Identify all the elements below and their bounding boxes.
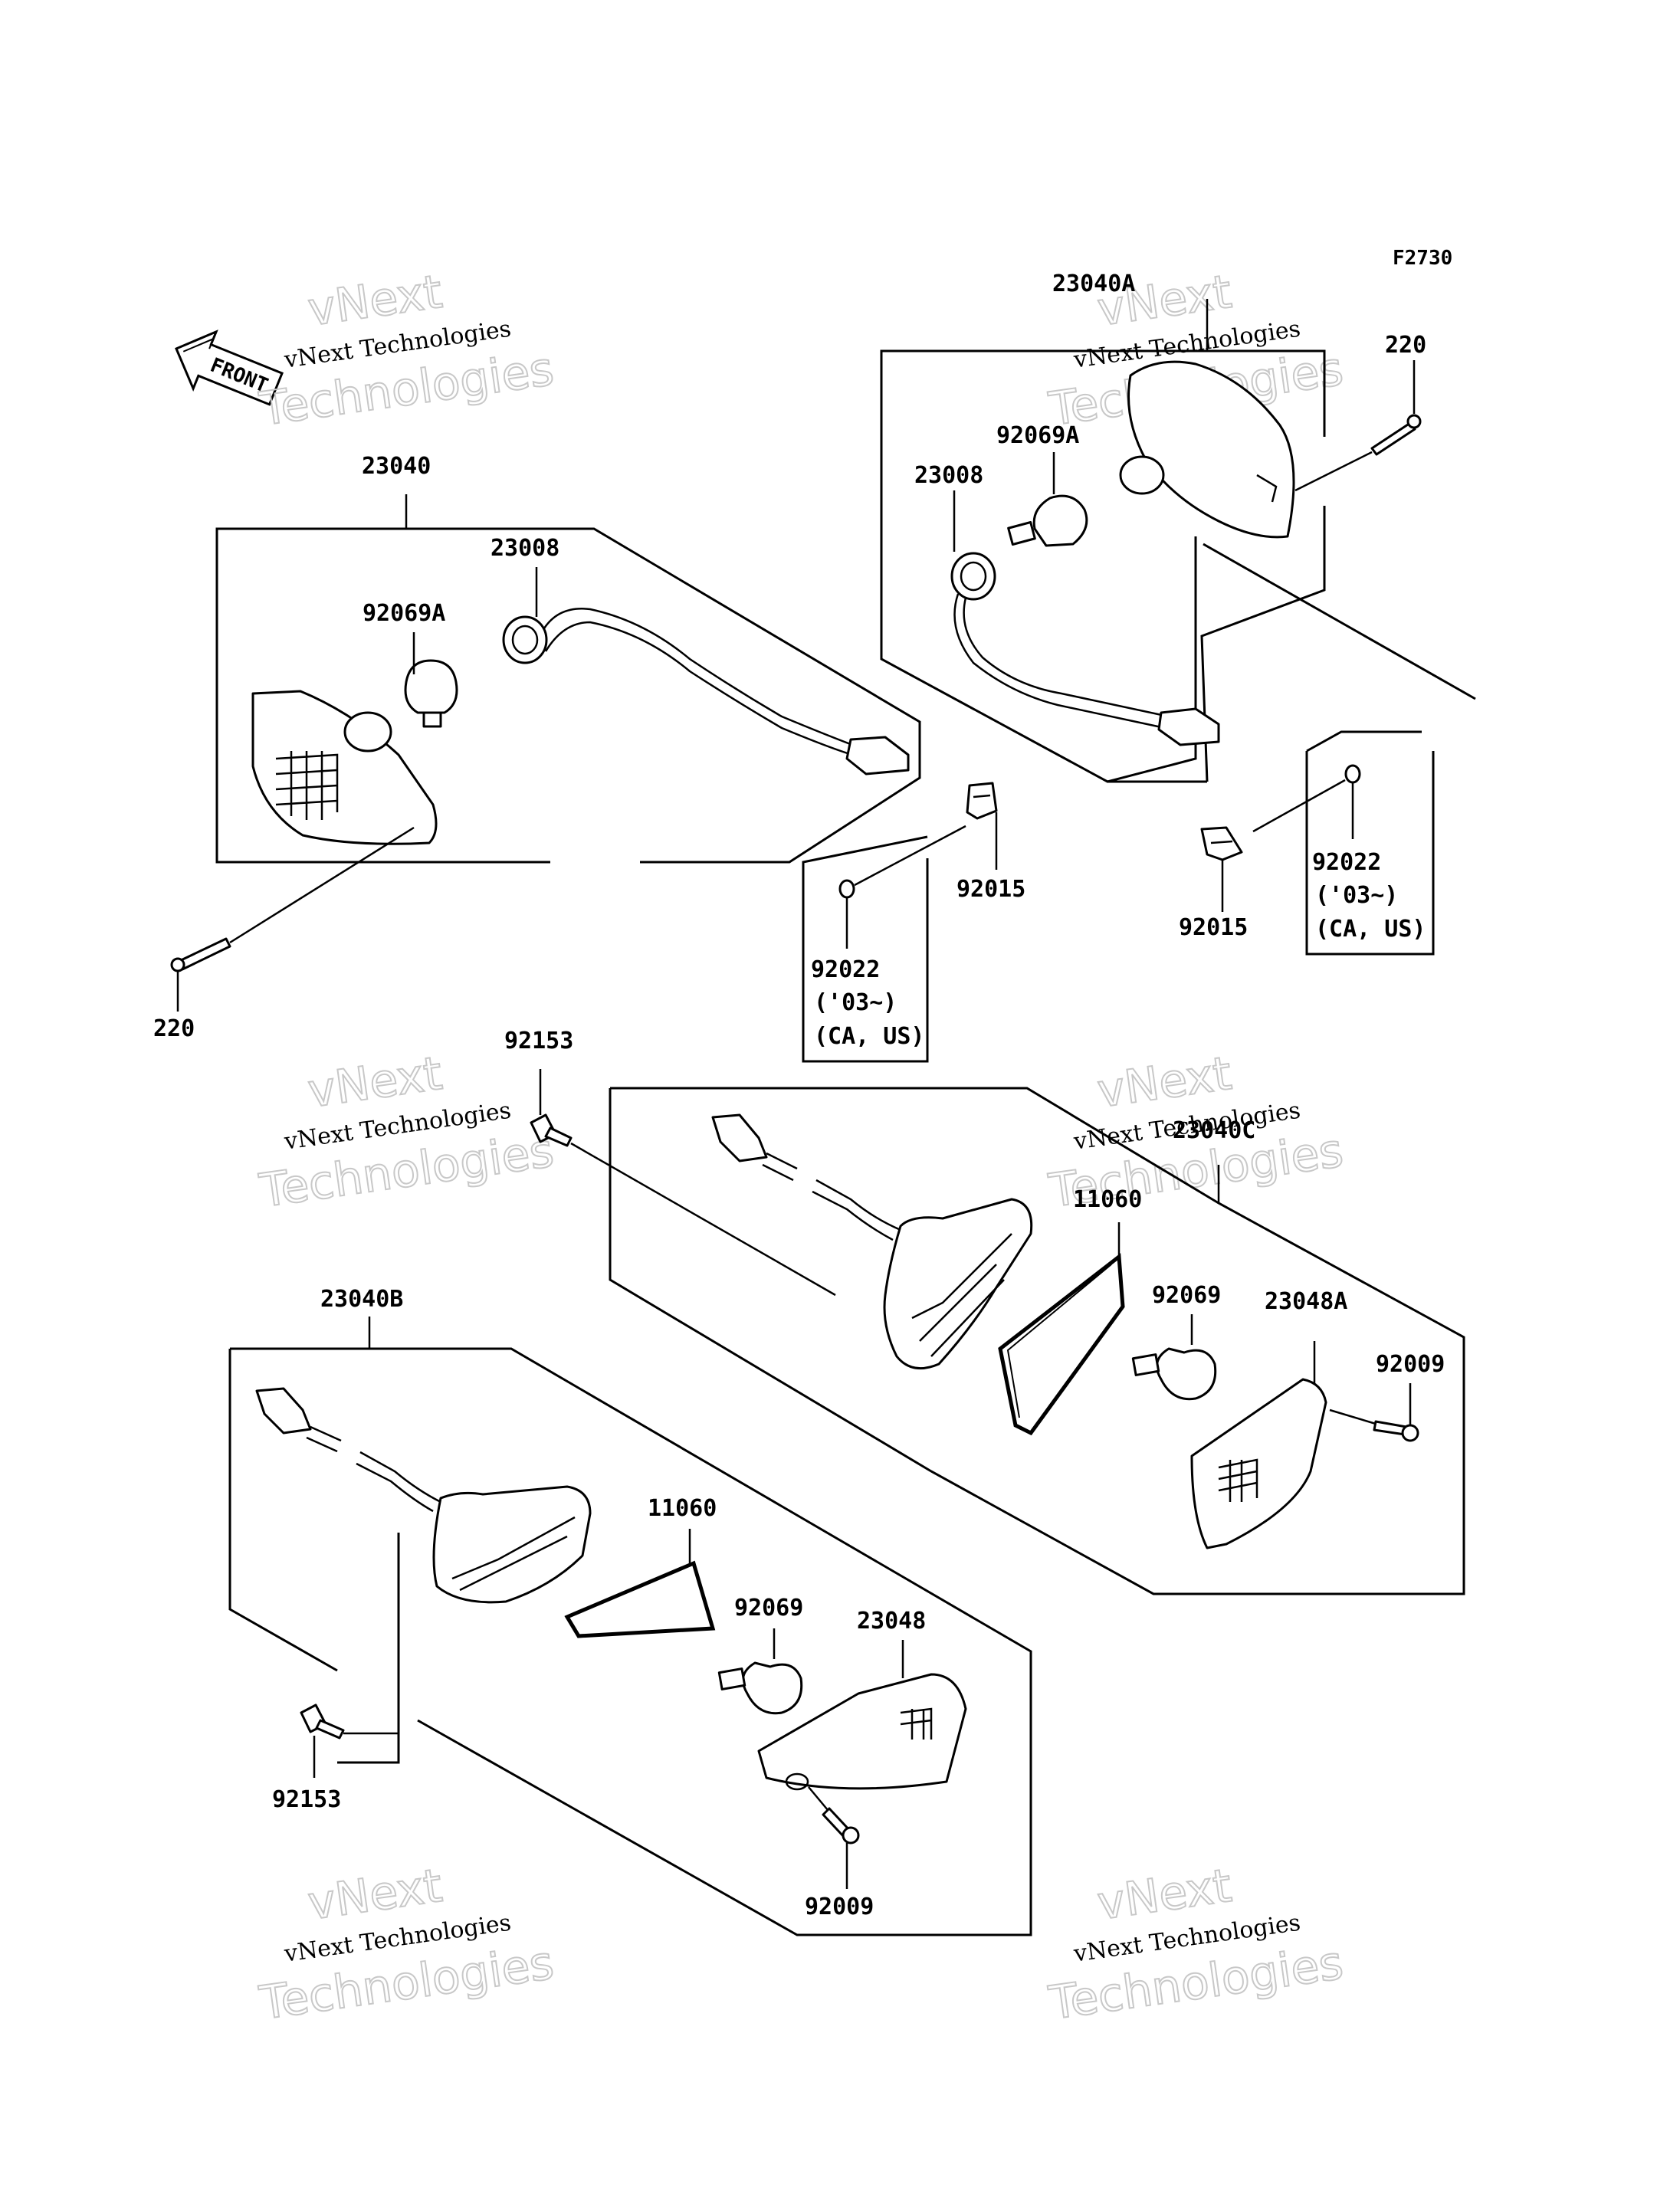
turn-signal-lens: [251, 690, 438, 845]
label-92069-c: 92069: [1152, 1282, 1221, 1309]
group-23040B: 23040B 11060 92069: [228, 1286, 1032, 1936]
label-92022-market-a: (CA, US): [814, 1023, 925, 1050]
connector-23040B: [255, 1387, 441, 1513]
label-23040A: 23040A: [1052, 271, 1135, 297]
lens-23048: [757, 1673, 967, 1791]
svg-text:vNext: vNext: [1094, 1859, 1235, 1931]
svg-text:vNext: vNext: [1094, 1047, 1235, 1119]
label-11060-c: 11060: [1073, 1186, 1142, 1213]
diagram-code: F2730: [1393, 247, 1452, 270]
watermark-2: vNext vNext Technologies Technologies: [1045, 264, 1347, 438]
label-92153-c: 92153: [504, 1028, 573, 1054]
bulb-92069-d: [717, 1661, 803, 1715]
bulb-92069-c: [1131, 1347, 1217, 1401]
screw-92009-d: [822, 1807, 860, 1844]
label-92069A-a: 92069A: [363, 600, 445, 627]
label-23040C: 23040C: [1173, 1117, 1255, 1144]
bolt-92153-d: [300, 1703, 345, 1740]
label-23008-a: 23008: [491, 535, 559, 562]
lens-23048A: [1190, 1378, 1327, 1549]
label-92015-b: 92015: [1179, 914, 1248, 941]
label-92069A-b: 92069A: [996, 422, 1079, 449]
watermark-6: vNext vNext Technologies Technologies: [1045, 1858, 1347, 2031]
group-23040: 23040 92069A 23008 2: [153, 453, 921, 1042]
label-92022-year-b: ('03~): [1315, 882, 1398, 909]
label-92009-c: 92009: [1376, 1351, 1445, 1378]
screw-92009-c: [1373, 1420, 1419, 1442]
label-92022-year-a: ('03~): [814, 989, 897, 1016]
bulb-92069A-b: [1007, 494, 1088, 547]
turn-signal-housing-c: [883, 1198, 1033, 1370]
watermark-1: vNext vNext Technologies Technologies: [255, 264, 557, 438]
socket-23008: [502, 608, 910, 776]
connector-23040C: [711, 1113, 901, 1241]
label-23008-b: 23008: [914, 462, 983, 489]
label-11060-d: 11060: [648, 1495, 717, 1522]
screw-220-b: [1370, 414, 1422, 456]
svg-text:vNext: vNext: [305, 1859, 445, 1931]
svg-text:vNext: vNext: [305, 1047, 445, 1119]
group-92022-right: 92022 ('03~) (CA, US) 92015: [1179, 730, 1435, 956]
screw-220-a: [170, 937, 231, 972]
group-92022-left: 92022 ('03~) (CA, US) 92015: [802, 782, 1025, 1063]
bolt-92153-c: [530, 1113, 573, 1147]
gasket-11060-d: [564, 1560, 716, 1638]
label-92069-d: 92069: [734, 1595, 803, 1622]
label-220-b: 220: [1385, 332, 1426, 359]
gasket-11060-c: [998, 1253, 1125, 1436]
group-23040C: 23040C 92153 11060: [504, 1028, 1465, 1595]
group-23040A: 23040A 220 92069A 23: [880, 271, 1476, 783]
clip-92015-a: [966, 782, 998, 820]
label-92015-a: 92015: [956, 876, 1025, 903]
label-23048A: 23048A: [1265, 1288, 1347, 1315]
bulb-92069A: [404, 659, 458, 728]
label-92022-b: 92022: [1312, 849, 1381, 876]
label-92009-d: 92009: [805, 1894, 874, 1920]
label-92022-a: 92022: [811, 956, 880, 983]
turn-signal-housing-a: [1119, 360, 1295, 539]
svg-text:vNext: vNext: [305, 265, 445, 337]
turn-signal-housing-d: [432, 1485, 592, 1604]
label-92022-market-b: (CA, US): [1315, 916, 1426, 943]
clip-92015-b: [1200, 826, 1243, 861]
watermark-5: vNext vNext Technologies Technologies: [255, 1858, 557, 2031]
label-23040B: 23040B: [320, 1286, 403, 1313]
label-23048: 23048: [857, 1608, 926, 1635]
label-220-a: 220: [153, 1015, 195, 1042]
label-92153-d: 92153: [272, 1786, 341, 1813]
label-23040: 23040: [362, 453, 431, 480]
socket-23008-b: [950, 552, 1220, 746]
watermark-3: vNext vNext Technologies Technologies: [255, 1046, 557, 1219]
